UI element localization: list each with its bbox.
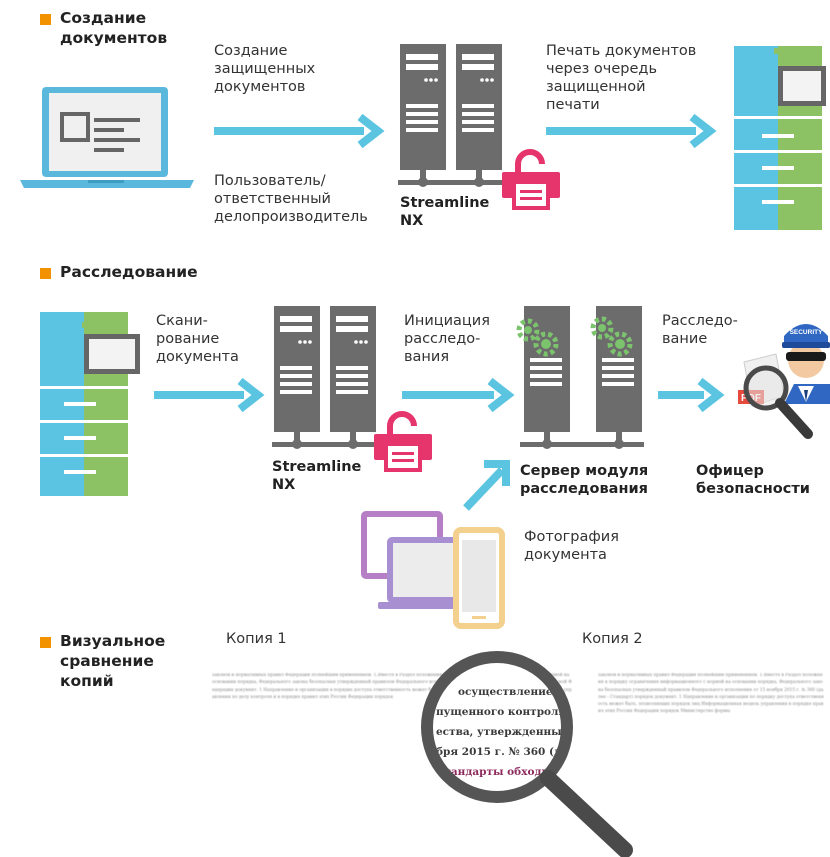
section-title-investigation: Расследование xyxy=(60,263,198,281)
officer-label: Офицер безопасности xyxy=(696,463,810,497)
photo-label: Фотография документа xyxy=(524,529,619,563)
section-marker xyxy=(40,268,51,279)
photo-devices-icon xyxy=(361,511,505,629)
security-cap-text: SECURITY xyxy=(790,329,824,336)
investigation-server1-label: Streamline NX xyxy=(272,459,362,493)
printer-icon xyxy=(40,312,140,496)
section-marker xyxy=(40,14,51,25)
arrow-right-icon xyxy=(154,377,265,413)
section-title-creation: Создание документов xyxy=(60,9,168,47)
magnified-text: осуществление пущенного контроля в ества… xyxy=(436,686,564,778)
user-label: Пользователь/ ответственный делопроизвод… xyxy=(214,173,368,225)
security-officer-icon: SECURITY PDF xyxy=(738,324,830,439)
laptop-icon xyxy=(20,87,194,188)
magnifier-lens: осуществление пущенного контроля в ества… xyxy=(430,660,564,794)
copy2-document: законов и нормативных правил Федерации п… xyxy=(598,673,824,715)
secure-print-lock-icon xyxy=(374,411,432,472)
copy2-label: Копия 2 xyxy=(582,631,643,647)
section-marker xyxy=(40,637,51,648)
investigation-arrow2-label: Инициация расследо- вания xyxy=(404,313,490,365)
server-icon xyxy=(398,44,506,187)
investigation-arrow1-label: Скани- рование документа xyxy=(156,313,239,365)
creation-arrow1-label: Создание защищенных документов xyxy=(214,43,316,95)
creation-arrow2-label: Печать документов через очередь защищенн… xyxy=(546,43,697,113)
arrow-diagonal-icon xyxy=(463,460,510,511)
arrow-right-icon xyxy=(214,113,385,149)
section-title-comparison: Визуальное сравнение копий xyxy=(60,632,166,690)
printer-icon xyxy=(734,46,826,230)
copy1-document: законов и нормативных правил Федерации п… xyxy=(212,673,572,700)
secure-print-lock-icon xyxy=(502,149,560,210)
server-icon xyxy=(272,306,380,449)
investigation-server-icon xyxy=(516,306,644,449)
arrow-right-icon xyxy=(546,113,717,149)
investigation-arrow3-label: Расследо- вание xyxy=(662,313,738,347)
creation-server-label: Streamline NX xyxy=(400,195,490,229)
arrow-right-icon xyxy=(658,377,725,413)
arrow-right-icon xyxy=(402,377,515,413)
copy1-label: Копия 1 xyxy=(226,631,287,647)
magnifier-icon xyxy=(421,651,633,857)
investigation-server2-label: Сервер модуля расследования xyxy=(520,463,649,497)
